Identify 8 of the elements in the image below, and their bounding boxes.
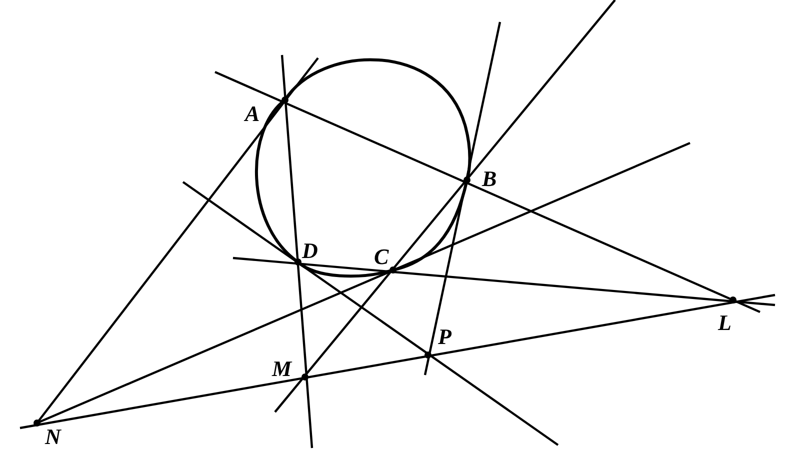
point-label: N [45, 426, 61, 448]
point-label: M [272, 358, 292, 380]
point-label: C [374, 246, 389, 268]
point-label: D [302, 240, 318, 262]
point-label: L [718, 312, 732, 334]
point-label: A [245, 103, 260, 125]
point-label: B [482, 168, 497, 190]
point-label: P [438, 326, 452, 348]
